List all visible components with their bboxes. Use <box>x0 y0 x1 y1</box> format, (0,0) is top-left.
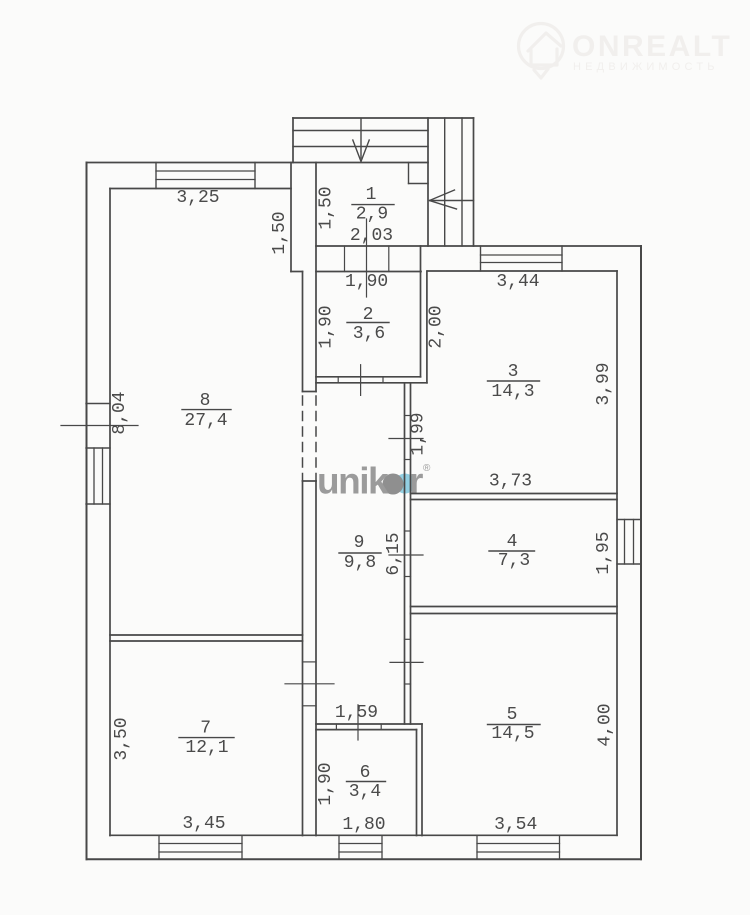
svg-text:4,00: 4,00 <box>596 703 616 746</box>
svg-text:ONREALT: ONREALT <box>572 30 732 63</box>
svg-text:2,00: 2,00 <box>427 305 447 348</box>
svg-text:3,6: 3,6 <box>353 324 385 344</box>
svg-text:unik: unik <box>317 461 389 502</box>
svg-text:8: 8 <box>200 391 211 411</box>
svg-text:1,90: 1,90 <box>317 305 337 348</box>
svg-text:12,1: 12,1 <box>185 738 228 758</box>
svg-text:7,3: 7,3 <box>498 551 530 571</box>
svg-text:2,9: 2,9 <box>356 205 388 225</box>
svg-text:1,99: 1,99 <box>409 412 429 455</box>
svg-text:1,59: 1,59 <box>335 703 378 723</box>
svg-text:27,4: 27,4 <box>184 411 227 431</box>
svg-text:9,8: 9,8 <box>344 553 376 573</box>
svg-text:3,50: 3,50 <box>112 717 132 760</box>
svg-text:14,3: 14,3 <box>491 382 534 402</box>
svg-text:2: 2 <box>363 305 374 325</box>
svg-text:4: 4 <box>507 532 518 552</box>
svg-text:1,80: 1,80 <box>342 815 385 835</box>
svg-text:1,50: 1,50 <box>270 211 290 254</box>
svg-text:6,15: 6,15 <box>384 532 404 575</box>
svg-text:3,73: 3,73 <box>489 472 532 492</box>
svg-text:6: 6 <box>360 763 371 783</box>
svg-text:3,4: 3,4 <box>349 782 381 802</box>
svg-text:3: 3 <box>508 362 519 382</box>
svg-text:3,25: 3,25 <box>176 188 219 208</box>
svg-text:9: 9 <box>354 533 365 553</box>
svg-text:7: 7 <box>200 719 211 739</box>
svg-text:3,54: 3,54 <box>494 815 537 835</box>
svg-text:1: 1 <box>366 185 377 205</box>
svg-text:3,44: 3,44 <box>496 272 539 292</box>
svg-text:3,99: 3,99 <box>594 362 614 405</box>
svg-text:НЕДВИЖИМОСТЬ: НЕДВИЖИМОСТЬ <box>573 61 719 73</box>
svg-text:1,95: 1,95 <box>594 531 614 574</box>
svg-text:1,90: 1,90 <box>316 762 336 805</box>
svg-text:3,45: 3,45 <box>182 814 225 834</box>
svg-text:5: 5 <box>507 705 518 725</box>
svg-text:8,04: 8,04 <box>110 391 130 434</box>
svg-text:r: r <box>409 461 423 502</box>
svg-text:1,50: 1,50 <box>317 186 337 229</box>
svg-text:1,90: 1,90 <box>345 272 388 292</box>
svg-text:14,5: 14,5 <box>491 724 534 744</box>
svg-text:2,03: 2,03 <box>350 226 393 246</box>
svg-text:®: ® <box>423 463 431 474</box>
